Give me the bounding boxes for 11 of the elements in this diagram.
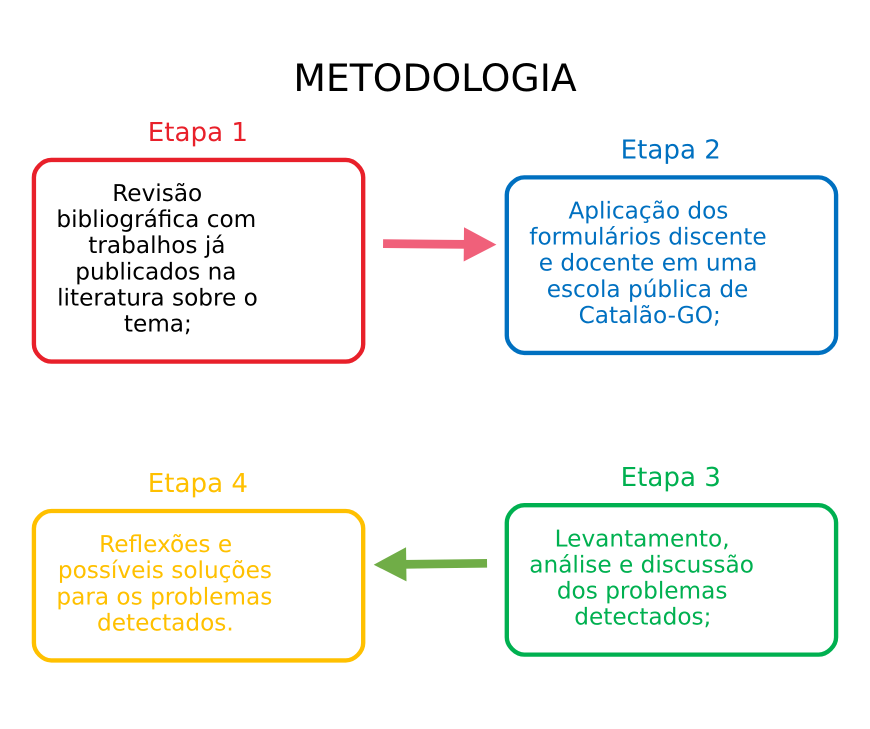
diagram-title: METODOLOGIA bbox=[293, 56, 577, 100]
arrow bbox=[383, 227, 496, 262]
arrow bbox=[374, 547, 488, 582]
node-label: Etapa 3 bbox=[620, 463, 721, 494]
node-box: Aplicação dos formulários discente e docente em uma escola pública de Catalão-GO; bbox=[504, 175, 838, 356]
node-label: Etapa 2 bbox=[620, 135, 721, 166]
node-label: Etapa 1 bbox=[148, 118, 248, 148]
node-label: Etapa 4 bbox=[148, 469, 248, 500]
node-box: Reflexões e possíveis soluções para os problemas detectados. bbox=[32, 508, 366, 663]
node-box: Levantamento, análise e discussão dos problemas detectados; bbox=[504, 503, 838, 657]
node-box: Revisão bibliográfica com trabalhos já publicados na literatura sobre o tema; bbox=[32, 158, 366, 364]
